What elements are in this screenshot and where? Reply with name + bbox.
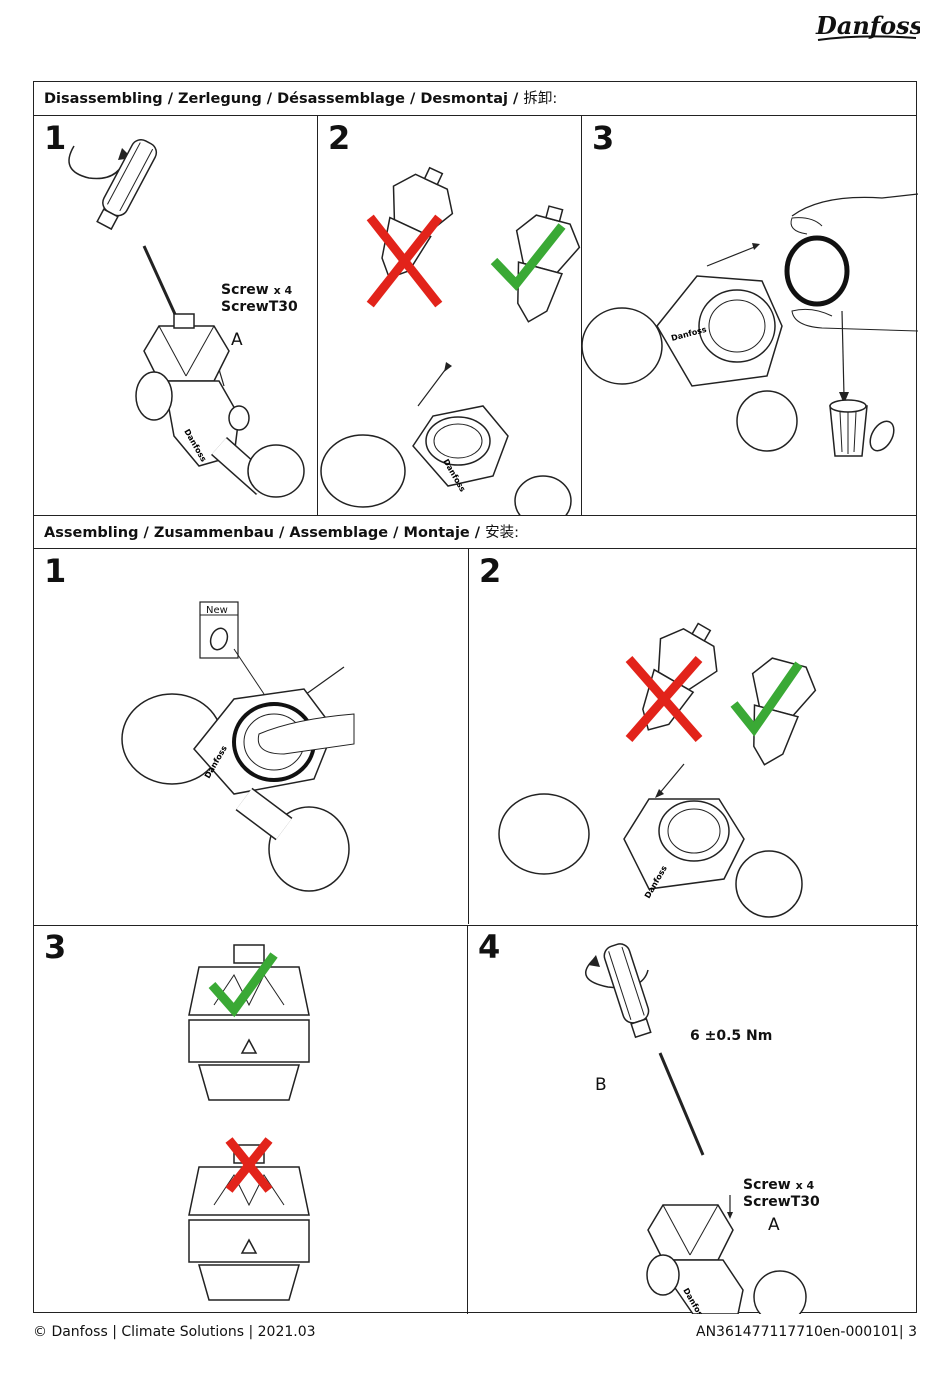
step-number: 3	[592, 119, 615, 157]
remove-oring-illustration: Danfoss	[582, 193, 918, 457]
screwdriver-removal-illustration: Danfoss	[68, 138, 305, 498]
assembly-title: Assembling / Zusammenbau / Assemblage / …	[44, 525, 486, 541]
assembly-step-2: 2 Danfoss	[469, 549, 918, 925]
instruction-frame: Disassembling / Zerlegung / Désassemblag…	[33, 81, 918, 1314]
footer-doc-id: AN361477117710en-000101| 3	[696, 1324, 917, 1340]
screw-note: Screw x 4 ScrewT30	[743, 1177, 820, 1210]
footer-copyright: © Danfoss | Climate Solutions | 2021.03	[33, 1324, 316, 1340]
disassembly-step-1: 1 Danfoss	[34, 116, 318, 515]
step-number: 1	[44, 552, 67, 590]
disassembly-step-3: 3 Danfoss	[582, 116, 918, 515]
arrow-label-a: A	[768, 1215, 780, 1235]
new-label: New	[206, 605, 228, 616]
arrow-label-a: A	[231, 330, 243, 350]
disassembly-title-cjk: 拆卸:	[523, 91, 558, 107]
assembly-header: Assembling / Zusammenbau / Assemblage / …	[34, 515, 916, 549]
disassembly-header: Disassembling / Zerlegung / Désassemblag…	[34, 82, 916, 116]
assembly-step-1: 1 Danfoss New	[34, 549, 468, 925]
insert-new-oring-illustration: Danfoss	[121, 601, 355, 892]
step-number: 1	[44, 119, 67, 157]
assembly-title-cjk: 安装:	[485, 525, 520, 541]
tighten-screws-illustration: Danfoss	[584, 943, 807, 1314]
orientation-check-illustration	[188, 944, 310, 1301]
svg-text:Danfoss: Danfoss	[815, 11, 920, 40]
step-number: 2	[479, 552, 502, 590]
step-number: 4	[478, 928, 501, 966]
step-number: 3	[44, 928, 67, 966]
lift-cartridge-illustration: Danfoss	[320, 166, 581, 515]
screw-note: Screw x 4 ScrewT30	[221, 282, 298, 315]
danfoss-logo: Danfoss	[815, 11, 920, 41]
disassembly-step-2: 2 Danfoss	[318, 116, 582, 515]
disassembly-title: Disassembling / Zerlegung / Désassemblag…	[44, 91, 524, 107]
assembly-step-4: 4 Danfoss 6 ±0.5 Nm B Screw x 4	[468, 925, 918, 1314]
torque-spec: 6 ±0.5 Nm	[690, 1028, 773, 1044]
arrow-label-b: B	[595, 1075, 607, 1095]
step-number: 2	[328, 119, 351, 157]
assembly-step-3: 3	[34, 925, 467, 1314]
install-cartridge-illustration: Danfoss	[498, 622, 817, 918]
